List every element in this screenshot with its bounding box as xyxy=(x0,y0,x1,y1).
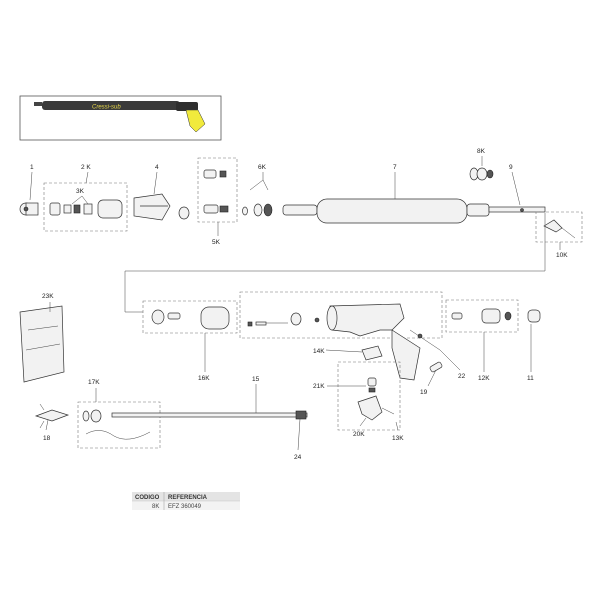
part-18-spear-tip xyxy=(34,403,70,429)
part-10k xyxy=(543,219,576,239)
part-21k xyxy=(367,377,377,393)
label-2k: 2 K xyxy=(81,164,91,171)
label-7: 7 xyxy=(393,164,397,171)
part-14k xyxy=(361,345,383,361)
label-13k: 13K xyxy=(392,435,404,442)
part-2k-pieces xyxy=(49,199,123,219)
table-header-referencia: REFERENCIA xyxy=(168,495,208,501)
part-24-tip xyxy=(295,410,307,420)
label-8k: 8K xyxy=(477,148,486,155)
table-header-codigo: CODIGO xyxy=(135,495,160,501)
group-box-16k xyxy=(142,300,238,334)
label-15: 15 xyxy=(252,376,260,383)
part-7-barrel xyxy=(282,198,490,224)
part-6k-pieces xyxy=(242,203,273,217)
label-9: 9 xyxy=(509,164,513,171)
part-labels: 1 2 K 3K 4 5K 6K 7 8K 9 10K 23K 16K 14K … xyxy=(30,148,568,461)
label-11: 11 xyxy=(527,375,534,382)
part-20k xyxy=(357,395,395,421)
leader-lines xyxy=(29,156,561,451)
part-17k xyxy=(82,409,151,440)
group-box-12k xyxy=(445,299,519,333)
label-10k: 10K xyxy=(556,252,568,259)
connector-line xyxy=(124,213,546,313)
group-box-2k xyxy=(43,182,128,232)
reference-table: CODIGO REFERENCIA 8K EFZ 360049 xyxy=(132,492,240,510)
group-box-17k xyxy=(77,401,161,449)
handle-body xyxy=(326,303,421,381)
label-22: 22 xyxy=(458,373,466,380)
label-3k: 3K xyxy=(76,188,85,195)
label-23k: 23K xyxy=(42,293,54,300)
o-ring-top xyxy=(178,206,190,220)
brand-logo-text: Cressi-sub xyxy=(92,105,121,111)
group-box-13k xyxy=(337,361,401,431)
label-4: 4 xyxy=(155,164,159,171)
label-24: 24 xyxy=(294,454,302,461)
group-box-10k xyxy=(535,211,583,243)
part-8k xyxy=(469,167,494,181)
part-1 xyxy=(19,202,39,216)
table-cell-reference: EFZ 360049 xyxy=(168,504,202,510)
table-cell-code: 8K xyxy=(152,504,159,510)
assembled-speargun-image: Cressi-sub xyxy=(34,101,206,133)
part-4 xyxy=(133,193,171,221)
label-18: 18 xyxy=(43,435,51,442)
part-11 xyxy=(527,309,541,323)
part-9-tube xyxy=(488,206,546,213)
part-12k-pieces xyxy=(451,308,512,324)
label-1: 1 xyxy=(30,164,34,171)
part-5k-pieces xyxy=(203,169,229,214)
label-5k: 5K xyxy=(212,239,221,246)
label-21k: 21K xyxy=(313,383,325,390)
group-box-handle xyxy=(239,291,443,339)
part-19 xyxy=(429,361,443,373)
part-22 xyxy=(409,329,441,351)
label-12k: 12K xyxy=(478,375,490,382)
label-14k: 14K xyxy=(313,348,325,355)
small-pins xyxy=(247,312,320,327)
thumbnail-panel: Cressi-sub xyxy=(19,95,222,141)
group-box-5k xyxy=(197,157,238,223)
label-16k: 16K xyxy=(198,375,210,382)
part-23k-bag xyxy=(19,305,65,383)
part-16k-pieces xyxy=(151,306,230,330)
label-20k: 20K xyxy=(353,431,365,438)
label-6k: 6K xyxy=(258,164,267,171)
label-19: 19 xyxy=(420,389,428,396)
label-17k: 17K xyxy=(88,379,100,386)
part-15-shaft xyxy=(111,412,308,418)
